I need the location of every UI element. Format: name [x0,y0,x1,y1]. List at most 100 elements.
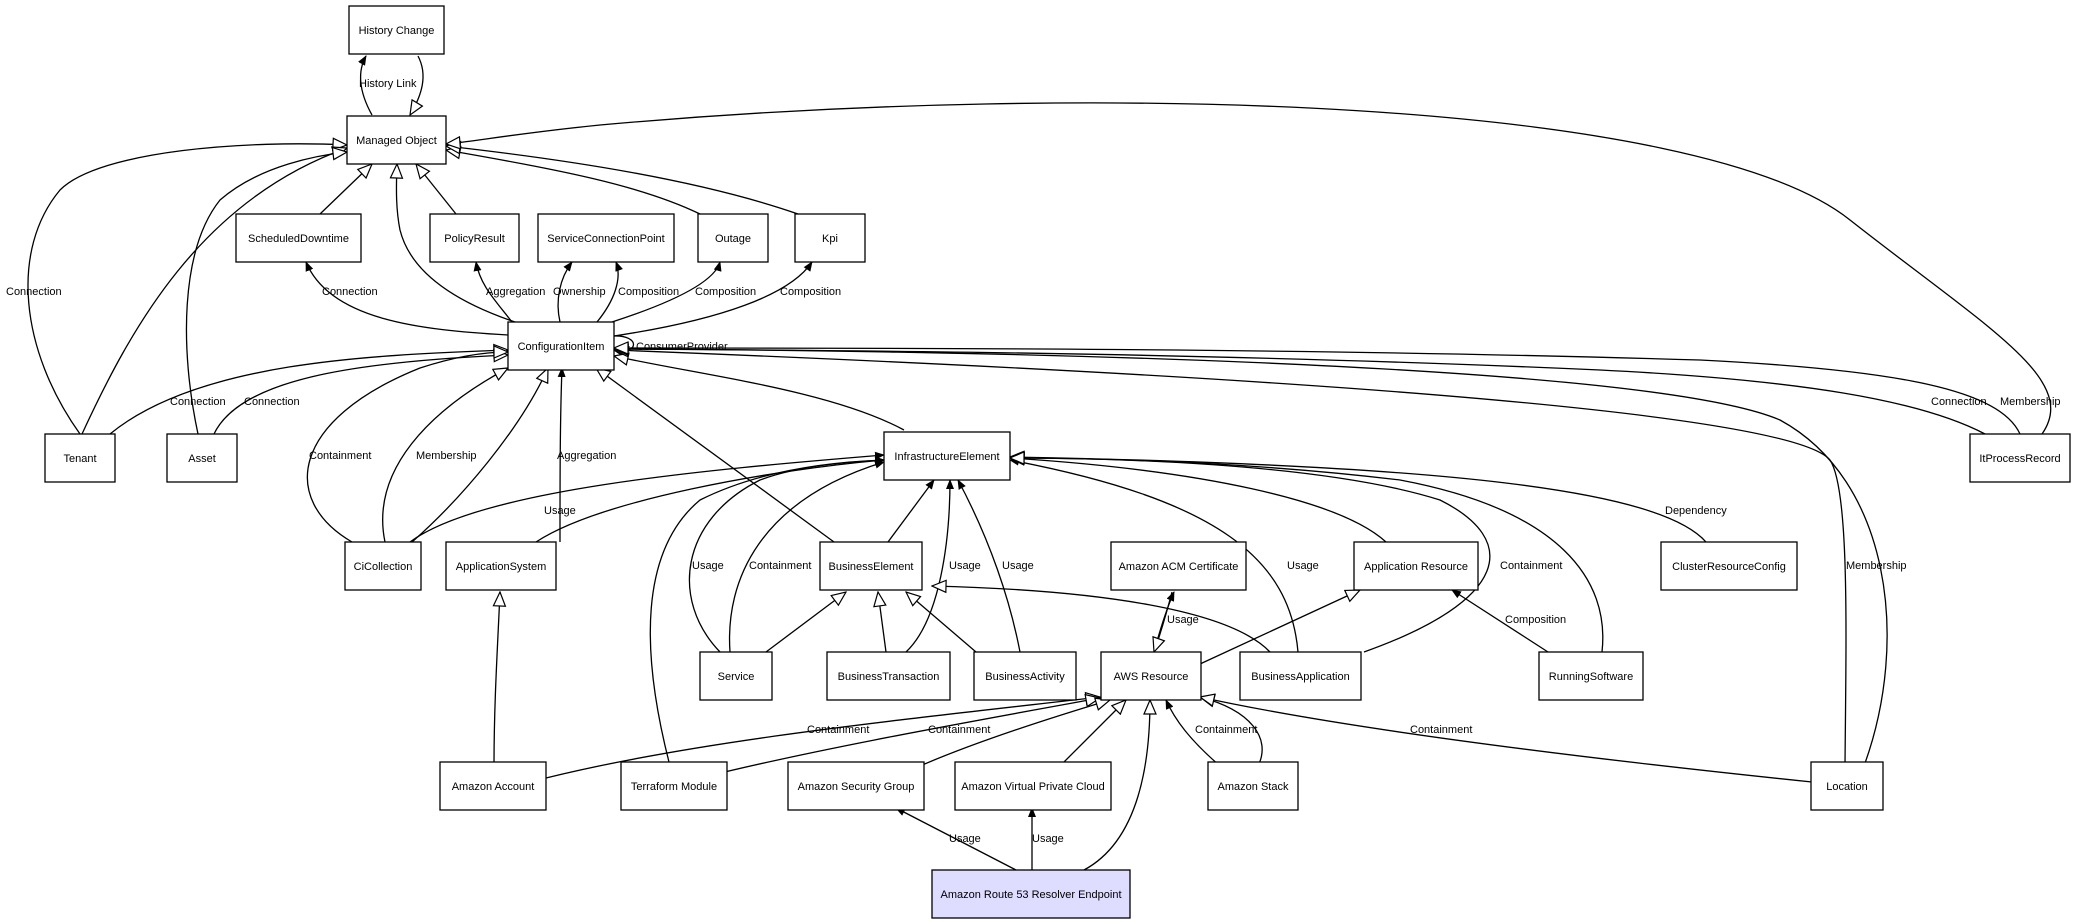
label-containment-location: Containment [1410,724,1472,736]
node-amazon-stack[interactable]: Amazon Stack [1207,761,1299,811]
label-usage-business-transaction: Usage [949,560,981,572]
node-amazon-account[interactable]: Amazon Account [439,761,547,811]
edge-kpi-managed-object [446,146,799,215]
edge-ci-scheduled-downtime [305,261,509,336]
svg-text:InfrastructureElement: InfrastructureElement [894,451,999,463]
node-application-system[interactable]: ApplicationSystem [445,541,557,591]
svg-text:Service: Service [718,671,755,683]
node-managed-object[interactable]: Managed Object [346,115,447,165]
edge-route53-aws [1083,700,1150,871]
edge-policy-result-managed-object [416,164,457,215]
label-usage-business-activity: Usage [1002,560,1034,572]
node-business-transaction[interactable]: BusinessTransaction [826,651,951,701]
svg-text:Kpi: Kpi [822,233,838,245]
node-ci-collection[interactable]: CiCollection [344,541,422,591]
label-containment-cicollection: Containment [309,450,371,462]
edge-running-software-app-resource [1451,589,1549,653]
edge-tenant-managed-object-2 [81,148,347,435]
svg-text:ClusterResourceConfig: ClusterResourceConfig [1672,561,1786,573]
label-connection-ci-scheduled: Connection [322,286,378,298]
node-amazon-acm-certificate[interactable]: Amazon ACM Certificate [1110,541,1247,591]
edge-business-transaction-infra [905,479,954,653]
node-service-connection-point[interactable]: ServiceConnectionPoint [537,213,675,263]
edge-history-link [358,55,373,116]
svg-text:Tenant: Tenant [63,453,96,465]
node-policy-result[interactable]: PolicyResult [429,213,520,263]
label-connection-itpr: Connection [1931,396,1987,408]
label-containment-service: Containment [749,560,811,572]
node-tenant[interactable]: Tenant [44,433,116,483]
label-membership-location: Membership [1846,560,1907,572]
node-kpi[interactable]: Kpi [794,213,866,263]
svg-text:BusinessApplication: BusinessApplication [1251,671,1349,683]
node-asset[interactable]: Asset [166,433,238,483]
svg-text:BusinessActivity: BusinessActivity [985,671,1065,683]
edge-app-resource-infra [1010,458,1387,543]
label-usage-vpc: Usage [1032,833,1064,845]
node-amazon-route53-resolver-endpoint[interactable]: Amazon Route 53 Resolver Endpoint [931,869,1131,919]
edge-cicollection-ci-membership [382,368,508,543]
label-composition-outage: Composition [695,286,756,298]
label-containment-terraform: Containment [928,724,990,736]
node-business-application[interactable]: BusinessApplication [1239,651,1362,701]
edge-itpr-ci-connection [614,349,1986,435]
node-business-element[interactable]: BusinessElement [819,541,923,591]
label-ownership: Ownership [553,286,606,298]
node-amazon-vpc[interactable]: Amazon Virtual Private Cloud [954,761,1112,811]
node-business-activity[interactable]: BusinessActivity [973,651,1077,701]
node-application-resource[interactable]: Application Resource [1353,541,1479,591]
edge-appsystem-infra [535,456,885,543]
node-cluster-resource-config[interactable]: ClusterResourceConfig [1660,541,1798,591]
label-composition-kpi: Composition [780,286,841,298]
label-usage-security-group: Usage [949,833,981,845]
svg-text:Location: Location [1826,781,1868,793]
label-composition-scp: Composition [618,286,679,298]
edge-infra-ci [614,356,905,431]
edge-it-process-record-managed-object [446,102,2052,435]
edge-route53-security-group-usage [895,807,1017,871]
edge-location-ci-2 [614,350,1847,767]
edge-terraform-aws [699,698,1100,779]
svg-text:ServiceConnectionPoint: ServiceConnectionPoint [547,233,664,245]
svg-text:Amazon Virtual Private Cloud: Amazon Virtual Private Cloud [961,781,1104,793]
edge-itpr-ci-membership [614,348,2021,435]
label-aggregation-ci-policy: Aggregation [486,286,545,298]
node-terraform-module[interactable]: Terraform Module [620,761,728,811]
label-connection-tenant-ci: Connection [170,396,226,408]
svg-text:ItProcessRecord: ItProcessRecord [1979,453,2060,465]
edge-service-infra-usage [688,456,885,653]
edge-asset-ci [213,355,508,435]
edge-location-ci-membership [614,349,1888,767]
edge-service-business-element [765,592,846,653]
node-aws-resource[interactable]: AWS Resource [1100,651,1202,701]
node-configuration-item[interactable]: ConfigurationItem [507,321,615,371]
node-running-software[interactable]: RunningSoftware [1538,651,1644,701]
label-composition-running-software: Composition [1505,614,1566,626]
edge-business-element-ci [596,368,835,543]
node-service[interactable]: Service [699,651,773,701]
svg-text:History Change: History Change [359,25,435,37]
edge-appsystem-ci [557,367,566,543]
svg-text:Managed Object: Managed Object [356,135,437,147]
svg-text:Amazon Security Group: Amazon Security Group [798,781,915,793]
node-scheduled-downtime[interactable]: ScheduledDowntime [235,213,362,263]
edge-cicollection-ci-containment [306,352,508,543]
node-history-change[interactable]: History Change [348,5,445,55]
svg-text:AWS Resource: AWS Resource [1114,671,1189,683]
node-amazon-security-group[interactable]: Amazon Security Group [787,761,925,811]
label-containment-aws-infra: Containment [1500,560,1562,572]
edge-managed-object-history-change [410,55,424,115]
edge-tenant-managed-object [27,144,347,435]
node-it-process-record[interactable]: ItProcessRecord [1969,433,2071,483]
node-infrastructure-element[interactable]: InfrastructureElement [883,431,1011,481]
edge-ci-outage [611,261,722,323]
label-membership-cicollection: Membership [416,450,477,462]
node-location[interactable]: Location [1810,761,1884,811]
svg-text:Terraform Module: Terraform Module [631,781,717,793]
svg-text:Amazon Account: Amazon Account [452,781,535,793]
svg-text:Amazon Route 53 Resolver Endpo: Amazon Route 53 Resolver Endpoint [941,889,1122,901]
edge-tenant-ci [109,350,508,435]
edge-cicollection-ci-generalization [411,368,548,543]
node-outage[interactable]: Outage [697,213,769,263]
edge-cluster-infra [1010,457,1707,543]
